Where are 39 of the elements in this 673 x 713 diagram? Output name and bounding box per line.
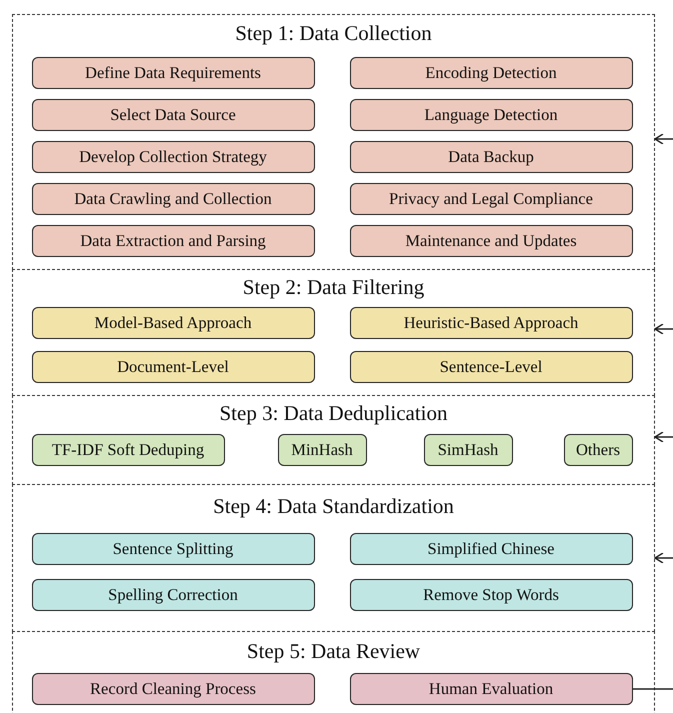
step-box: Spelling Correction bbox=[32, 578, 314, 610]
arrow bbox=[654, 431, 673, 443]
arrow bbox=[654, 323, 673, 335]
step-box: Simplified Chinese bbox=[350, 532, 632, 564]
step-box: Define Data Requirements bbox=[32, 56, 314, 88]
step-box: SimHash bbox=[424, 434, 512, 466]
step-section bbox=[12, 269, 655, 396]
step-box: Select Data Source bbox=[32, 98, 314, 130]
step-box: Data Backup bbox=[350, 140, 632, 172]
step-box: Data Extraction and Parsing bbox=[32, 224, 314, 256]
connector-line bbox=[633, 688, 673, 690]
step-box: Sentence-Level bbox=[350, 350, 632, 382]
step-box: TF-IDF Soft Deduping bbox=[32, 434, 224, 466]
step-section bbox=[12, 14, 655, 270]
section-heading: Step 1: Data Collection bbox=[235, 21, 432, 46]
section-heading: Step 3: Data Deduplication bbox=[219, 401, 448, 426]
section-heading: Step 2: Data Filtering bbox=[242, 275, 424, 300]
step-box: Privacy and Legal Compliance bbox=[350, 182, 632, 214]
step-section bbox=[12, 395, 655, 485]
step-section bbox=[12, 484, 655, 632]
step-box: Language Detection bbox=[350, 98, 632, 130]
step-section bbox=[12, 631, 655, 713]
step-box: Maintenance and Updates bbox=[350, 224, 632, 256]
step-box: Others bbox=[564, 434, 632, 466]
section-heading: Step 4: Data Standardization bbox=[213, 494, 454, 519]
step-box: Heuristic-Based Approach bbox=[350, 306, 632, 338]
arrow bbox=[654, 133, 673, 145]
step-box: Model-Based Approach bbox=[32, 306, 314, 338]
step-box: Remove Stop Words bbox=[350, 578, 632, 610]
step-box: MinHash bbox=[278, 434, 366, 466]
step-box: Data Crawling and Collection bbox=[32, 182, 314, 214]
step-box: Sentence Splitting bbox=[32, 532, 314, 564]
section-heading: Step 5: Data Review bbox=[246, 639, 420, 664]
step-box: Develop Collection Strategy bbox=[32, 140, 314, 172]
step-box: Document-Level bbox=[32, 350, 314, 382]
step-box: Human Evaluation bbox=[350, 672, 632, 704]
step-box: Record Cleaning Process bbox=[32, 672, 314, 704]
step-box: Encoding Detection bbox=[350, 56, 632, 88]
arrow bbox=[654, 552, 673, 564]
